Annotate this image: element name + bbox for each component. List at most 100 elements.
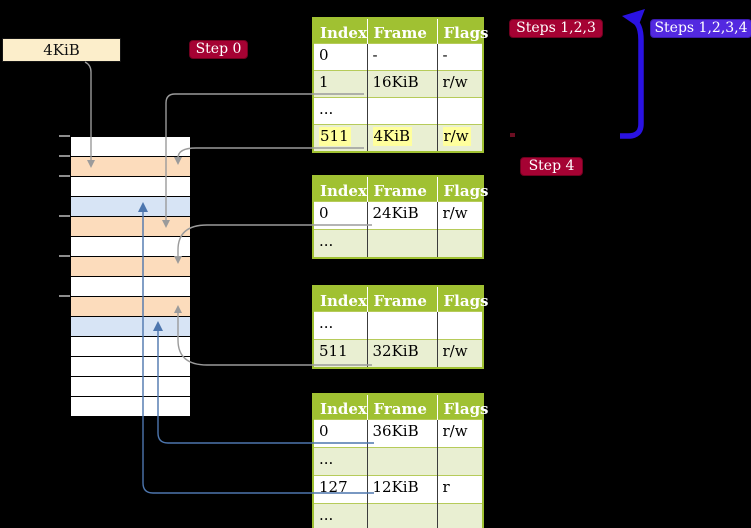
table-cell (436, 503, 483, 528)
loop-arrow-steps (620, 17, 644, 139)
address-tick (59, 135, 70, 137)
memory-frame-row-0 (71, 137, 190, 157)
table-cell: 511 (313, 124, 367, 152)
page-table-3: Index Frame Flags ... 511 32KiB r/w (312, 285, 489, 369)
address-tick (59, 255, 70, 257)
column-header-flags: Flags (436, 18, 489, 44)
table-cell: 4KiB (366, 124, 437, 152)
table-cell (366, 97, 437, 125)
arrowhead-up-left-icon (622, 9, 645, 27)
table-cell: r/w (436, 124, 483, 152)
column-header-frame: Frame (366, 176, 437, 202)
table-header-row: Index Frame Flags (313, 176, 489, 202)
table-cell: 1 (313, 70, 367, 98)
address-tick (59, 155, 70, 157)
column-header-flags: Flags (436, 286, 489, 312)
table-cell: 32KiB (366, 339, 437, 368)
memory-frame-row-10 (71, 337, 190, 357)
table-cell (436, 229, 483, 258)
address-tick (59, 175, 70, 177)
badge-steps-1-2-3-4: Steps 1,2,3,4 (650, 19, 751, 38)
table-cell: r/w (436, 339, 483, 368)
table-cell: 16KiB (366, 70, 437, 98)
table-cell: 0 (313, 201, 367, 230)
table-row: 511 32KiB r/w (313, 339, 483, 368)
table-row: ... (313, 311, 483, 340)
memory-frame-row-12 (71, 377, 190, 397)
table-row: 0 36KiB r/w (313, 419, 483, 448)
column-header-flags: Flags (436, 394, 489, 420)
table-header-row: Index Frame Flags (313, 286, 489, 312)
table-cell (366, 503, 437, 528)
memory-frame-row-1 (71, 157, 190, 177)
memory-frame-row-5 (71, 237, 190, 257)
table-cell (436, 97, 483, 125)
memory-frame-row-11 (71, 357, 190, 377)
table-row: 0 24KiB r/w (313, 201, 483, 230)
table-cell: r (436, 475, 483, 504)
page-table-4: Index Frame Flags 0 36KiB r/w ... 127 12… (312, 393, 489, 528)
table-cell: r/w (436, 70, 483, 98)
frame-size-label: 4KiB (2, 38, 121, 62)
memory-frame-row-13 (71, 397, 190, 417)
memory-frame-row-7 (71, 277, 190, 297)
table-cell (366, 229, 437, 258)
table-cell: 36KiB (366, 419, 437, 448)
table-cell: - (436, 43, 483, 71)
table-cell: 127 (313, 475, 367, 504)
page-table-2: Index Frame Flags 0 24KiB r/w ... (312, 175, 489, 259)
address-tick (59, 215, 70, 217)
highlight-mark: 511 (319, 127, 351, 146)
table-cell: - (366, 43, 437, 71)
highlight-mark: r/w (442, 127, 471, 146)
table-row: 0 - - (313, 43, 483, 71)
column-header-index: Index (313, 18, 367, 44)
table-row: ... (313, 97, 483, 125)
table-cell (366, 447, 437, 476)
table-cell: ... (313, 503, 367, 528)
table-cell: r/w (436, 201, 483, 230)
column-header-index: Index (313, 286, 367, 312)
page-table-1: Index Frame Flags 0 - - 1 16KiB r/w ... … (312, 17, 489, 153)
table-cell: ... (313, 97, 367, 125)
table-cell: 511 (313, 339, 367, 368)
table-row: ... (313, 229, 483, 258)
memory-frame-row-4 (71, 217, 190, 237)
table-row: ... (313, 447, 483, 476)
column-header-frame: Frame (366, 18, 437, 44)
memory-frame-row-9 (71, 317, 190, 337)
memory-frame-row-2 (71, 177, 190, 197)
table-cell (366, 311, 437, 340)
table-cell: 24KiB (366, 201, 437, 230)
table-cell: 0 (313, 419, 367, 448)
small-dark-mark (510, 133, 515, 137)
table-header-row: Index Frame Flags (313, 18, 489, 44)
table-cell: ... (313, 447, 367, 476)
column-header-frame: Frame (366, 286, 437, 312)
badge-step-0: Step 0 (189, 40, 248, 59)
column-header-index: Index (313, 394, 367, 420)
badge-steps-1-2-3: Steps 1,2,3 (509, 19, 603, 38)
memory-frame-row-3 (71, 197, 190, 217)
highlight-mark: 4KiB (372, 127, 413, 146)
table-cell: r/w (436, 419, 483, 448)
table-cell: 12KiB (366, 475, 437, 504)
column-header-index: Index (313, 176, 367, 202)
table-cell: ... (313, 229, 367, 258)
table-row-highlighted: 511 4KiB r/w (313, 124, 483, 152)
column-header-frame: Frame (366, 394, 437, 420)
table-header-row: Index Frame Flags (313, 394, 489, 420)
column-header-flags: Flags (436, 176, 489, 202)
table-row: 1 16KiB r/w (313, 70, 483, 98)
table-row: 127 12KiB r (313, 475, 483, 504)
memory-frame-row-8 (71, 297, 190, 317)
address-tick (59, 295, 70, 297)
table-row: ... (313, 503, 483, 528)
table-cell: ... (313, 311, 367, 340)
table-cell: 0 (313, 43, 367, 71)
table-cell (436, 311, 483, 340)
table-cell (436, 447, 483, 476)
memory-column (70, 136, 191, 417)
memory-frame-row-6 (71, 257, 190, 277)
